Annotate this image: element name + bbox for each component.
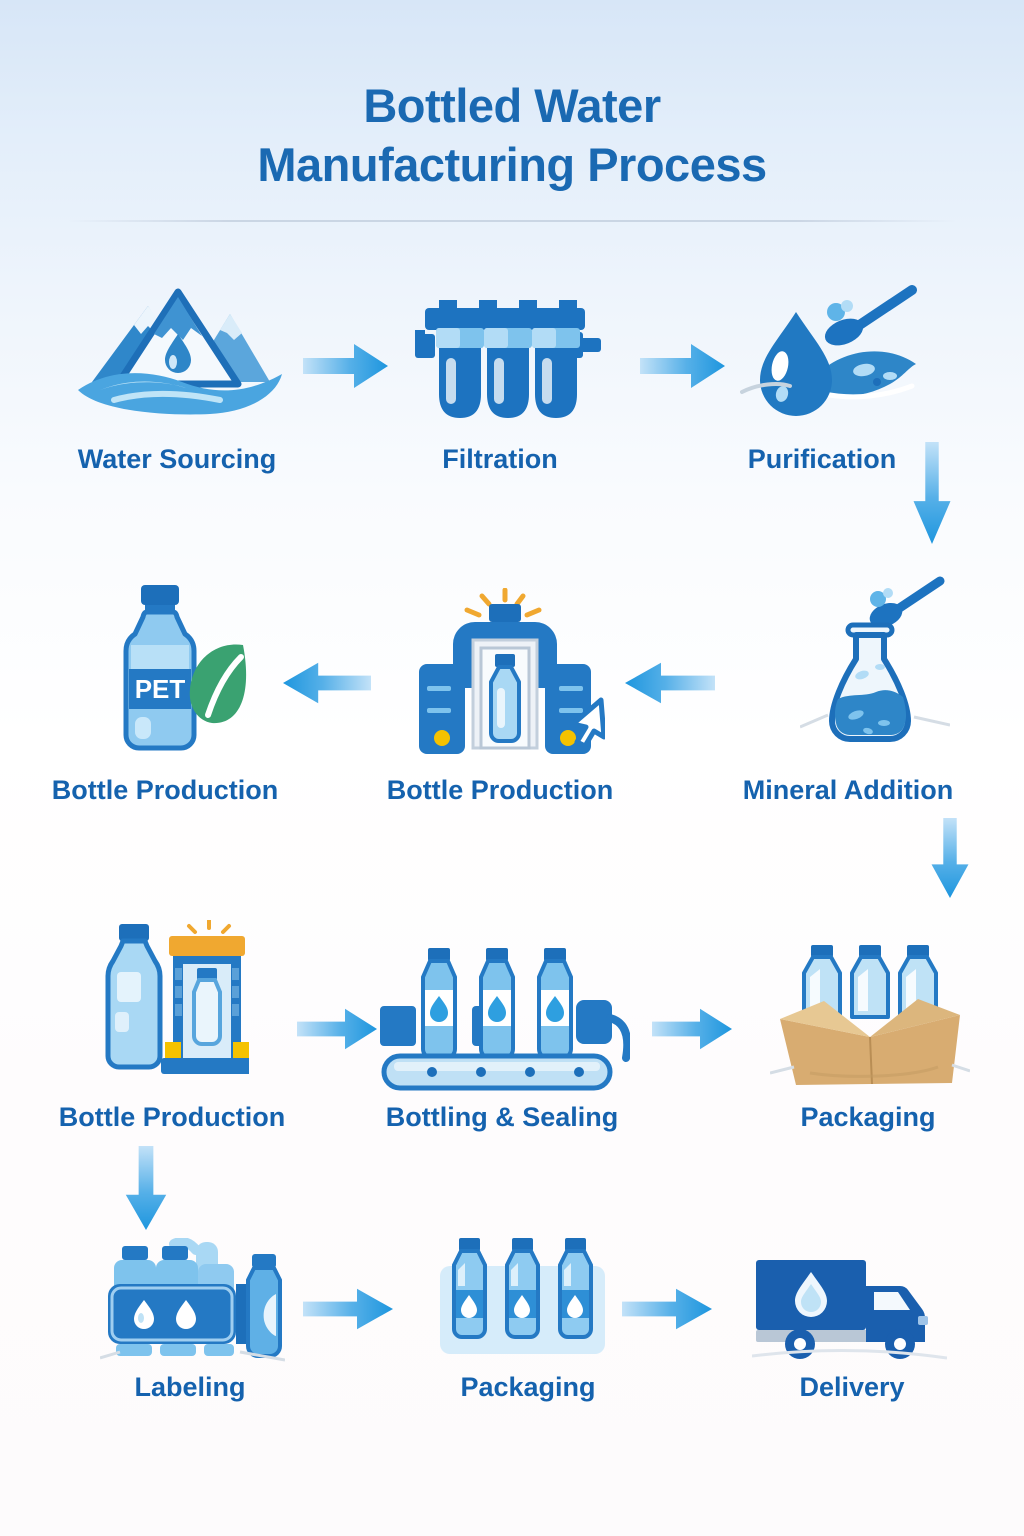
step-label-purification: Purification [747, 444, 897, 474]
step-label-bottle-production-pet: Bottle Production [51, 775, 279, 805]
step-label-delivery: Delivery [799, 1372, 905, 1402]
page-title-line2: Manufacturing Process [257, 138, 767, 192]
flow-arrow-down-icon [931, 818, 969, 898]
shrink-wrapped-bottles-icon [440, 1238, 605, 1356]
flow-arrow-down-icon [913, 442, 951, 544]
step-label-water-sourcing: Water Sourcing [77, 444, 277, 474]
molding-machine-icon [405, 588, 605, 754]
step-label-bottling-sealing: Bottling & Sealing [385, 1102, 619, 1132]
step-label-mineral-addition: Mineral Addition [742, 775, 954, 805]
labeled-bottle-pack-icon [100, 1238, 285, 1366]
water-truck-icon [752, 1260, 947, 1362]
flow-arrow-left-icon [625, 662, 715, 704]
cursor-pointer-icon [570, 697, 605, 749]
step-label-packaging-bottles: Packaging [460, 1372, 596, 1402]
flow-arrow-down-icon [125, 1146, 167, 1230]
pet-bottle-text: PET [135, 674, 186, 704]
filter-cartridges-icon [415, 300, 601, 422]
step-label-bottle-production-machine: Bottle Production [386, 775, 614, 805]
conveyor-bottles-icon [380, 948, 630, 1093]
bottle-mold-unit-icon [97, 920, 249, 1080]
mountain-spring-icon [70, 278, 290, 418]
flow-arrow-right-icon [652, 1008, 732, 1050]
pet-bottle-leaf-icon: PET [105, 585, 255, 755]
flow-arrow-left-icon [283, 662, 371, 704]
water-drop-spoon-icon [740, 282, 922, 422]
flow-arrow-right-icon [640, 344, 725, 388]
flow-arrow-right-icon [303, 344, 388, 388]
box-of-bottles-icon [770, 945, 970, 1085]
flow-arrow-right-icon [303, 1288, 393, 1330]
step-label-filtration: Filtration [442, 444, 558, 474]
flow-arrow-right-icon [622, 1288, 712, 1330]
flow-arrow-right-icon [297, 1008, 377, 1050]
title-divider [68, 220, 956, 222]
page-title: Bottled Water Manufacturing Process [0, 76, 1024, 194]
flask-spoon-icon [800, 575, 950, 755]
step-label-labeling: Labeling [134, 1372, 246, 1402]
step-label-packaging-box: Packaging [800, 1102, 936, 1132]
step-label-bottle-production-mold: Bottle Production [58, 1102, 286, 1132]
page-title-line1: Bottled Water [363, 79, 661, 132]
